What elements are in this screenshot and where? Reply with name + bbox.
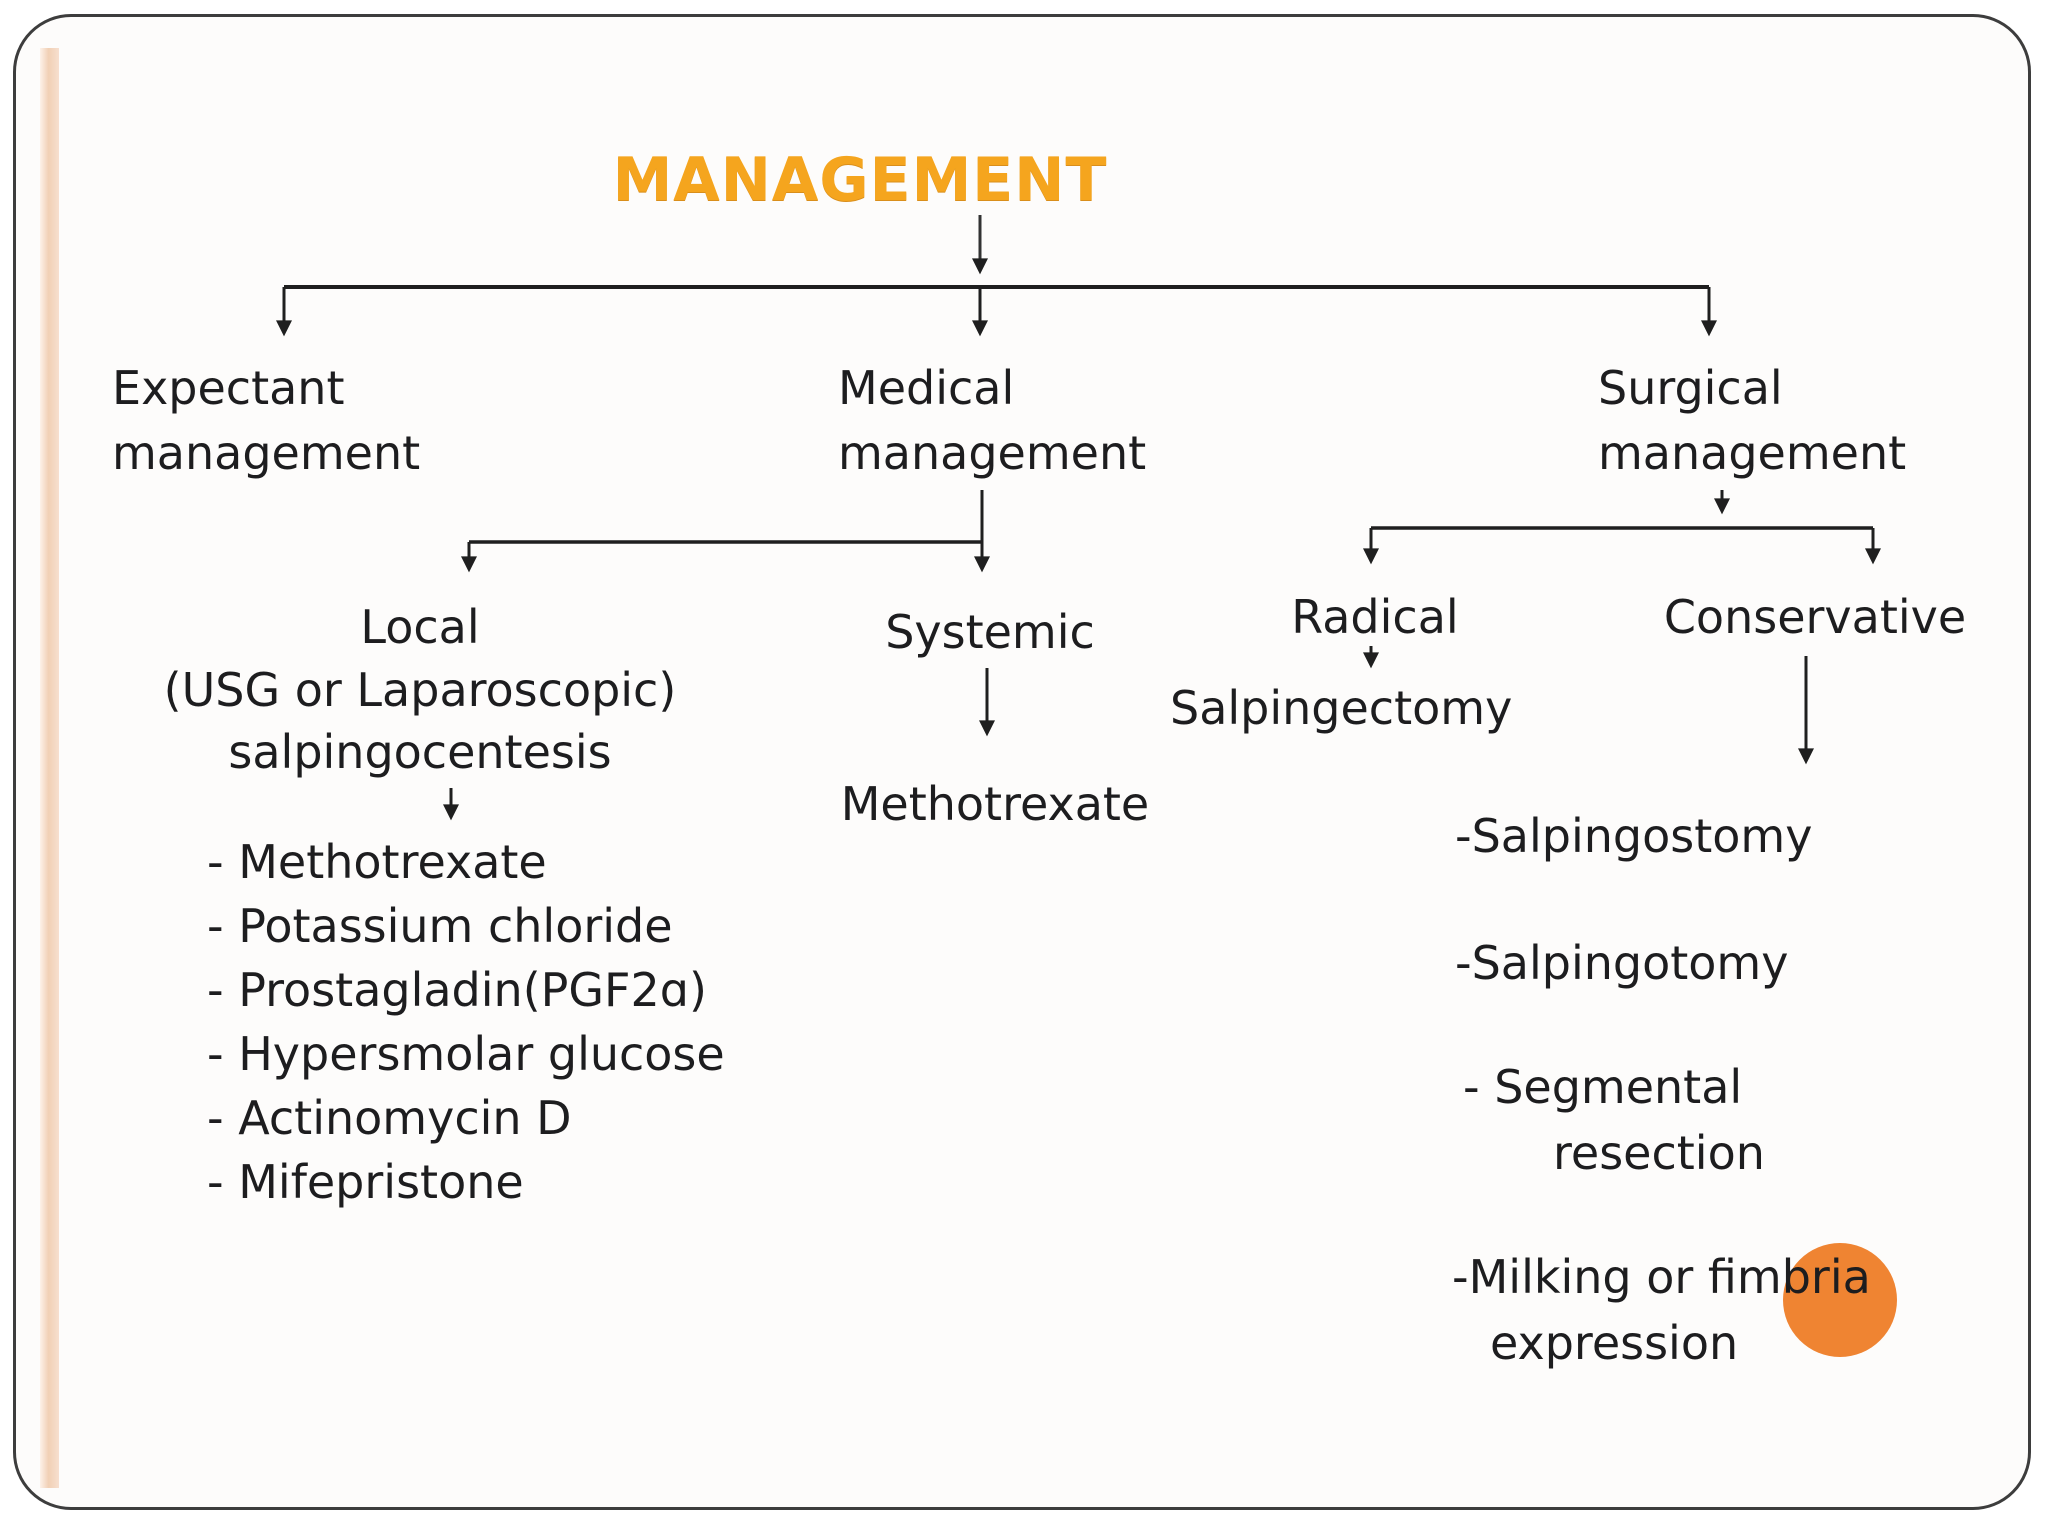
left-decorative-stripe <box>40 48 59 1488</box>
conservative-procedure-salpingostomy: -Salpingostomy <box>1455 803 1812 869</box>
local-agents-list: - Methotrexate - Potassium chloride - Pr… <box>207 830 725 1214</box>
node-expectant-management: Expectant management <box>112 361 421 481</box>
local-agent-item: - Potassium chloride <box>207 899 673 953</box>
procedure-line: -Salpingotomy <box>1455 936 1789 990</box>
conservative-procedure-salpingotomy: -Salpingotomy <box>1455 930 1788 996</box>
local-agent-item: - Prostagladin(PGF2ɑ) <box>207 963 707 1017</box>
page-title: MANAGEMENT <box>612 145 1108 215</box>
local-agent-item: - Hypersmolar glucose <box>207 1027 725 1081</box>
slide-frame <box>13 14 2031 1510</box>
node-conservative: Conservative <box>1663 590 1967 644</box>
local-agent-item: - Methotrexate <box>207 835 547 889</box>
orange-accent-circle <box>1783 1243 1897 1357</box>
procedure-line: -Salpingostomy <box>1455 809 1813 863</box>
conservative-procedure-segmental-resection: - Segmental resection <box>1463 1054 1765 1186</box>
node-local-salpingocentesis: Local (USG or Laparoscopic) salpingocent… <box>163 600 677 780</box>
local-agent-item: - Mifepristone <box>207 1155 524 1209</box>
procedure-line: -Milking or fimbria <box>1452 1250 1871 1304</box>
procedure-line: expression <box>1490 1316 1739 1370</box>
procedure-line: - Segmental <box>1463 1060 1743 1114</box>
node-salpingectomy: Salpingectomy <box>1170 681 1513 735</box>
node-systemic: Systemic <box>885 605 1095 659</box>
node-medical-management: Medical management <box>838 361 1147 481</box>
conservative-procedure-milking: -Milking or fimbria expression <box>1452 1244 1871 1376</box>
procedure-line: resection <box>1553 1126 1765 1180</box>
node-surgical-management: Surgical management <box>1598 361 1907 481</box>
node-radical: Radical <box>1291 590 1459 644</box>
node-systemic-methotrexate: Methotrexate <box>840 777 1150 831</box>
local-agent-item: - Actinomycin D <box>207 1091 572 1145</box>
